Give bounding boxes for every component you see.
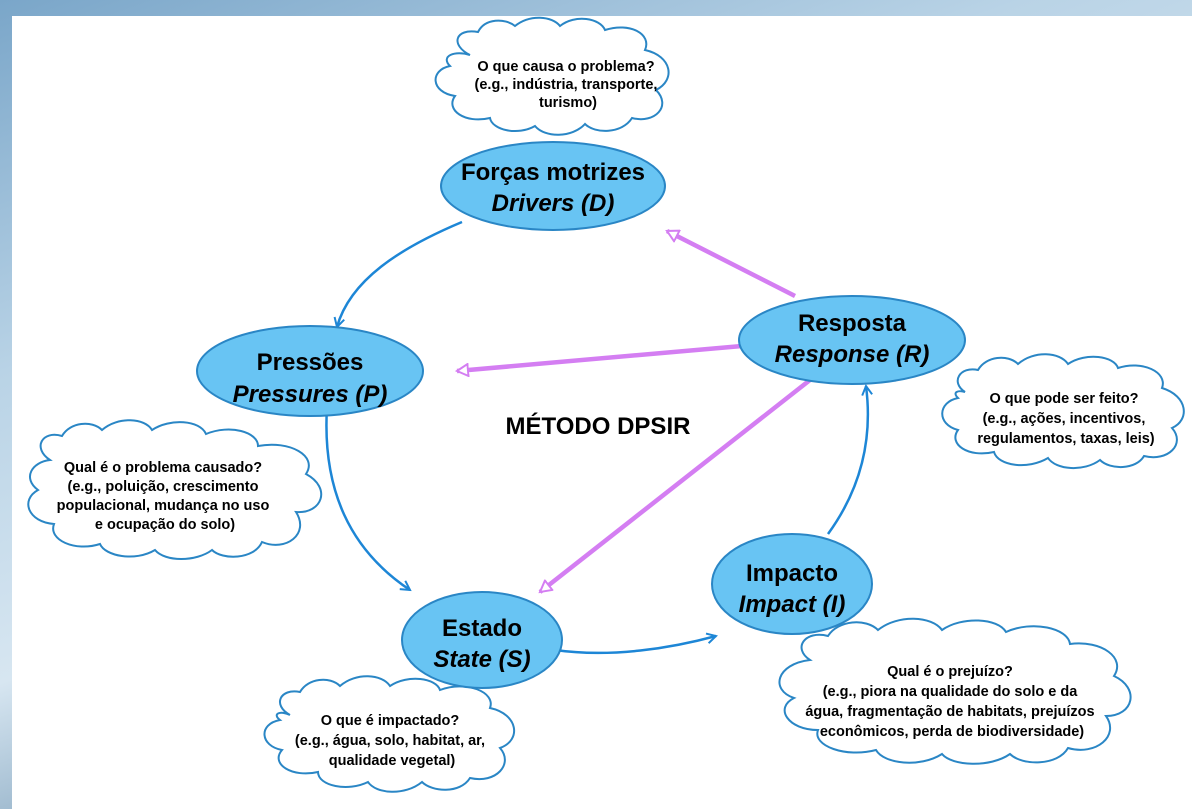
cloud-pressures-line-1: Qual é o problema causado? [64,460,262,476]
node-drivers-sublabel: Drivers (D) [492,190,615,217]
cloud-impact-shape [778,617,1132,765]
arrow-drivers-to-pressures [337,220,463,327]
cloud-state-line-2: (e.g., água, solo, habitat, ar, [295,733,485,749]
cloud-state-line-3: qualidade vegetal) [329,753,456,769]
svg-text:O que é impactado? (e.g.: O que é impactado? (e.g., água, solo, ha… [295,713,489,769]
cloud-impact-line-3: água, fragmentação de habitats, prejuízo… [805,704,1094,720]
node-impact-sublabel: Impact (I) [739,591,846,618]
cloud-state-line-1: O que é impactado? [321,713,460,729]
node-impact-label: Impacto [746,560,838,587]
cloud-drivers-line-3: turismo) [539,95,597,111]
arrow-response-to-state [540,378,812,594]
node-drivers-shape [440,141,666,231]
cloud-response-shape [941,353,1185,469]
cloud-state: O que é impactado? (e.g., água, solo, ha… [263,675,516,793]
node-state-shape [401,591,563,689]
diagram-title: MÉTODO DPSIR [506,412,691,440]
node-response-sublabel: Response (R) [775,341,930,368]
cloud-drivers: O que causa o problema? (e.g., indústria… [434,16,670,136]
cloud-pressures-line-2: (e.g., poluição, crescimento [68,479,259,495]
node-pressures-sublabel: Pressures (P) [233,381,388,408]
cloud-impact-line-2: (e.g., piora na qualidade do solo e da [823,684,1079,700]
node-impact: Impacto Impact (I) [711,533,873,635]
node-response-label: Resposta [798,310,907,337]
node-pressures-label: Pressões [257,349,364,376]
node-impact-shape [711,533,873,635]
cloud-drivers-shape [434,16,670,136]
node-state-label: Estado [442,615,522,642]
svg-text:O que causa o problema?: O que causa o problema? (e.g., indústria… [475,59,662,111]
cloud-response: O que pode ser feito? (e.g., ações, ince… [941,353,1185,469]
node-state-sublabel: State (S) [433,646,530,673]
cloud-state-shape [263,675,516,793]
svg-text:Qual é o prejuízo? (e.g.: Qual é o prejuízo? (e.g., piora na quali… [805,664,1098,740]
svg-text:Qual é o problema causado?: Qual é o problema causado? (e.g., poluiç… [57,460,274,533]
node-state: Estado State (S) [401,591,563,689]
node-pressures-shape [196,325,424,417]
cloud-impact: Qual é o prejuízo? (e.g., piora na quali… [778,617,1132,765]
node-pressures: Pressões Pressures (P) [196,325,424,417]
node-response-shape [738,295,966,385]
cloud-response-line-3: regulamentos, taxas, leis) [977,431,1154,447]
arrow-response-to-drivers [667,228,797,299]
cloud-pressures-line-3: populacional, mudança no uso [57,498,270,514]
cloud-drivers-line-2: (e.g., indústria, transporte, [475,77,658,93]
cloud-impact-line-4: econômicos, perda de biodiversidade) [820,724,1084,740]
node-drivers-label: Forças motrizes [461,159,645,186]
cloud-impact-line-1: Qual é o prejuízo? [887,664,1013,680]
svg-text:O que pode ser feito? (e: O que pode ser feito? (e.g., ações, ince… [977,391,1154,447]
cloud-drivers-line-1: O que causa o problema? [477,59,654,75]
arrow-pressures-to-state [325,406,410,590]
cloud-pressures-line-4: e ocupação do solo) [95,517,235,533]
cloud-response-line-2: (e.g., ações, incentivos, [983,411,1146,427]
node-drivers: Forças motrizes Drivers (D) [440,141,666,231]
arrow-state-to-impact [554,636,716,655]
arrow-response-to-pressures [457,343,743,371]
arrow-impact-to-response [826,386,868,535]
cloud-pressures: Qual é o problema causado? (e.g., poluiç… [27,419,323,560]
cloud-pressures-shape [27,419,323,560]
cloud-response-line-1: O que pode ser feito? [989,391,1138,407]
node-response: Resposta Response (R) [738,295,966,385]
